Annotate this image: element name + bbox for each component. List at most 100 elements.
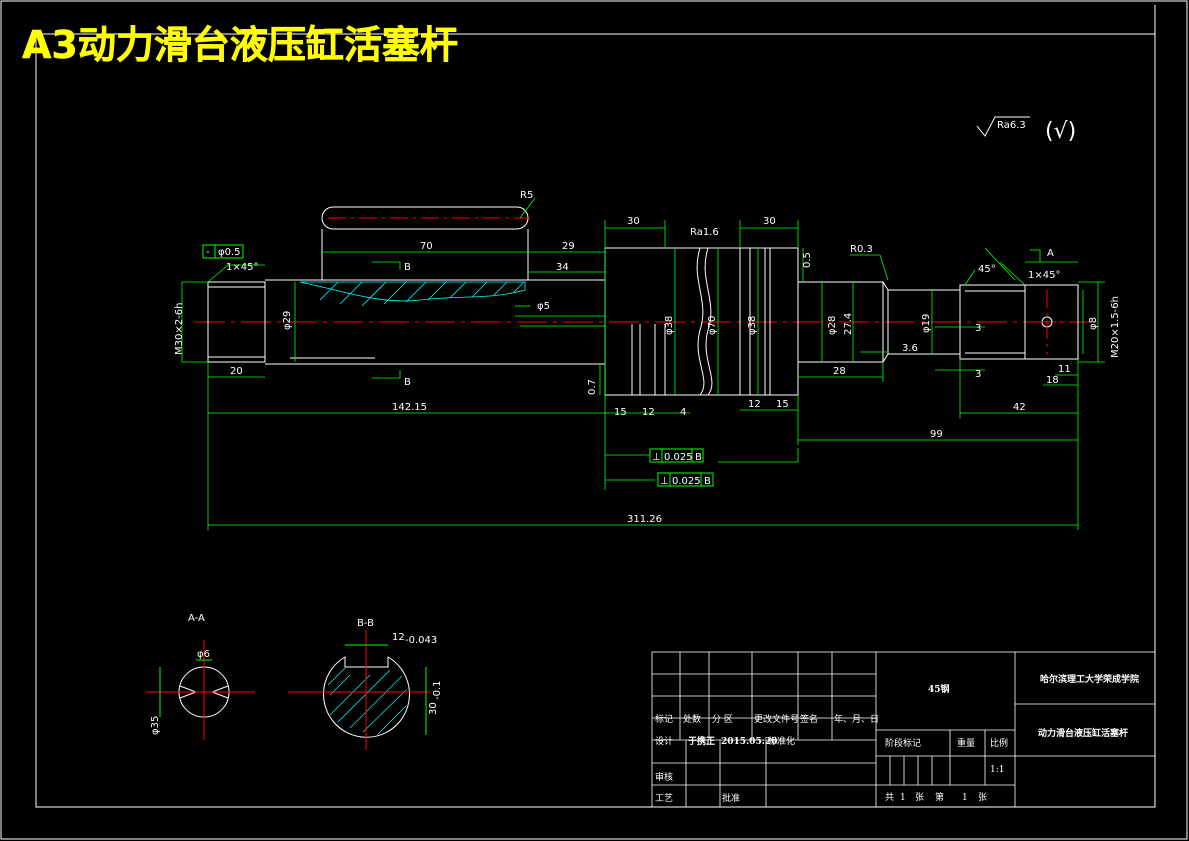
section-bb-depth: 30 [428,702,439,715]
dim-chamfer-left: 1×45° [226,262,258,273]
dim-phi29: φ29 [282,311,293,330]
dim-28: 28 [833,366,846,377]
tb-sheet-label: 第 [935,791,944,803]
tb-h-count: 处数 [683,713,701,725]
dim-311: 311.26 [627,514,662,525]
dim-4: 4 [680,407,686,418]
dim-142: 142.15 [392,402,427,413]
dim-phi5: φ5 [537,301,550,312]
dimension-texts: 70 29 34 30 30 R5 φ5 φ29 M30×2-6h - φ0.5… [174,190,1121,525]
tb-h-sign: 签名 [800,713,818,725]
tb-h-zone: 分 区 [712,714,733,725]
dim-70: 70 [420,241,433,252]
perp-value-2: 0.025 [672,476,701,487]
tb-h-doc: 更改文件号 [754,713,799,725]
tb-sheet-unit: 张 [978,792,987,803]
auxiliary-centerlines [328,217,1065,355]
tb-stage: 阶段标记 [885,737,921,749]
dim-m30: M30×2-6h [174,303,185,355]
roughness-suffix: (√) [1045,119,1076,144]
section-bb-width-tol: -0.043 [405,635,437,646]
perp-sym-2: ⊥ [660,476,669,487]
dim-12b: 12 [748,399,761,410]
drawing-title: A3动力滑台液压缸活塞杆 [22,23,458,67]
dim-12a: 12 [642,407,655,418]
section-aa-label: A-A [188,613,205,624]
title-block [651,651,1156,808]
perp-datum-1: B [695,452,702,463]
inner-frame [35,33,1156,808]
tb-sheet-no: 1 [962,793,968,803]
section-aa: A-A φ6 φ35 [146,613,255,740]
tolerance-frames [202,244,714,487]
dim-phi8: φ8 [1088,317,1099,330]
perp-sym-1: ⊥ [652,452,661,463]
dim-m20: M20×1.5-6h [1110,296,1121,358]
dim-29: 29 [562,241,575,252]
tb-total-label: 共 [885,792,894,803]
section-aa-phi6: φ6 [197,649,210,660]
section-b-bottom: B [404,377,411,388]
tb-h-date: 年、月、日 [834,713,879,725]
dim-27-4: 27.4 [843,313,854,335]
section-bb-width: 12 [392,632,405,643]
dim-r0-3: R0.3 [850,244,873,255]
dim-15a: 15 [614,407,627,418]
dim-phi70: φ70 [707,316,718,335]
section-bb-depth-tol: -0.1 [432,680,443,700]
dim-0-7: 0.7 [587,379,598,395]
roughness-ra16: Ra1.6 [690,227,719,238]
dim-11: 11 [1058,364,1071,375]
shaft-outline [207,206,1079,396]
dim-phi19: φ19 [921,314,932,333]
tb-design: 设计 [655,735,673,747]
tb-design-date: 2015.05.20 [721,737,777,747]
section-bb: B-B 12 -0.043 30 -0.1 [288,618,443,750]
tb-scale: 1:1 [990,765,1004,775]
dim-tol-phi05: φ0.5 [218,247,241,258]
dim-99: 99 [930,429,943,440]
tb-scale-label: 比例 [990,737,1008,749]
dimension-lines [181,197,1105,530]
section-aa-phi35: φ35 [150,716,161,735]
dim-3a: 3 [975,323,981,334]
dim-45deg: 45° [978,264,996,275]
section-hatch [299,281,526,307]
dim-30b: 30 [763,216,776,227]
roughness-note: Ra6.3 (√) [976,116,1076,144]
title-block-texts: 45钢 哈尔滨理工大学荣成学院 动力滑台液压缸活塞杆 标记 处数 分 区 更改文… [655,673,1139,804]
tb-review: 审核 [655,771,673,783]
tb-material: 45钢 [928,683,950,695]
datum-a: A [1047,248,1054,259]
tb-drawing-name: 动力滑台液压缸活塞杆 [1038,727,1128,739]
tb-total: 1 [900,793,906,803]
tol-sym-1: - [206,247,210,258]
dim-phi38a: φ38 [664,316,675,335]
section-bb-label: B-B [357,618,374,629]
tb-h-mark: 标记 [655,713,673,725]
dim-15b: 15 [776,399,789,410]
tb-approve: 批准 [722,792,740,804]
roughness-value: Ra6.3 [997,120,1026,131]
tb-designer: 于携正 [688,735,715,747]
dim-20: 20 [230,366,243,377]
tb-standard: 标准化 [768,735,795,747]
dim-30a: 30 [627,216,640,227]
dim-18: 18 [1046,375,1059,386]
dim-chamfer-right: 1×45° [1028,270,1060,281]
tb-total-unit: 张 [915,792,924,803]
dim-42: 42 [1013,402,1026,413]
dim-0-5: 0.5 [802,252,813,268]
dim-phi38b: φ38 [747,316,758,335]
dim-34: 34 [556,262,569,273]
tb-company: 哈尔滨理工大学荣成学院 [1040,673,1139,685]
dim-3-6: 3.6 [902,343,918,354]
section-b-top: B [404,262,411,273]
perp-datum-2: B [704,476,711,487]
dim-r5: R5 [520,190,533,201]
dim-phi28: φ28 [827,316,838,335]
perp-value-1: 0.025 [664,452,693,463]
tb-process: 工艺 [655,793,673,804]
